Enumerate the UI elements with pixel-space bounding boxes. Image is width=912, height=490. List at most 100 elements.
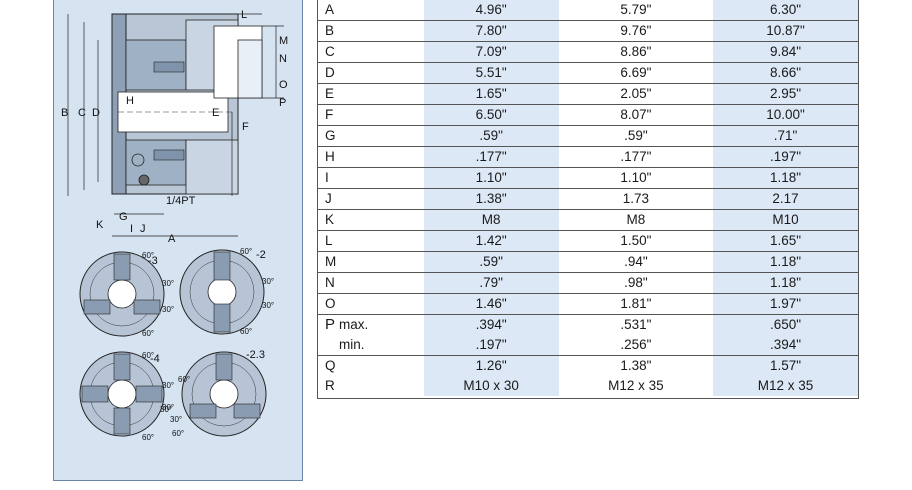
q-value: 1.57" (770, 358, 802, 373)
dim-label-p: P (279, 97, 286, 109)
dimension-value: 5.79" (558, 0, 714, 21)
dimension-value: .177" (423, 146, 559, 168)
dimension-value: 1.18" (713, 167, 858, 189)
dimension-value: 7.09" (423, 41, 559, 63)
variant-2-3-angle-0: 60° (178, 375, 190, 384)
dimension-label: E (317, 83, 424, 105)
dim-label-i: I (130, 223, 133, 235)
dimension-value: 1.57" M12 x 35 (713, 355, 858, 396)
variant-4-jaw (79, 351, 165, 437)
dimension-value: 1.97" (713, 293, 858, 315)
dim-label-o: O (279, 79, 288, 91)
variant-2-angle-2: 30° (262, 301, 274, 310)
dim-label-l: L (241, 9, 247, 21)
dim-label-j: J (140, 223, 146, 235)
dimension-label: G (317, 125, 424, 147)
table-border-left (317, 0, 318, 399)
dim-label-b: B (61, 107, 68, 119)
r-value: M12 x 35 (608, 378, 664, 393)
dimension-value: .531".256" (558, 314, 714, 356)
variant-3-angle-0: 60° (142, 251, 154, 260)
variant-3-angle-1: 30° (162, 279, 174, 288)
drawing-panel: L M N O P B C D H E F G I J K A 1/4PT -3… (53, 0, 303, 481)
dimension-value: 6.69" (558, 62, 714, 84)
dimension-value: 1.10" (423, 167, 559, 189)
dimension-value: 1.10" (558, 167, 714, 189)
dim-label-m: M (279, 35, 288, 47)
p-max-value: .394" (475, 317, 507, 332)
dimension-label: I (317, 167, 424, 189)
dim-label-d: D (92, 107, 100, 119)
dimension-value: .59" (423, 125, 559, 147)
variant-3-jaw (79, 251, 165, 337)
dimension-value: .59" (558, 125, 714, 147)
table-border-bottom (317, 398, 859, 399)
r-dim-letter: R (325, 378, 335, 393)
variant-2-jaw (179, 249, 265, 335)
dimension-value: 1.38"M12 x 35 (558, 355, 714, 396)
dim-label-g: G (119, 211, 128, 223)
dimension-value: 1.65" (423, 83, 559, 105)
dimension-label: L (317, 230, 424, 252)
dimension-value: M8 (558, 209, 714, 231)
dimension-value: 8.86" (558, 41, 714, 63)
variant-4-angle-2: 30° (160, 405, 172, 414)
variant-4-label: -4 (150, 353, 160, 365)
dimension-value: .79" (423, 272, 559, 294)
dimension-value: 2.17 (713, 188, 858, 210)
dimension-value: 1.38" (423, 188, 559, 210)
dimension-label: N (317, 272, 424, 294)
p-min-value: .394" (770, 337, 802, 352)
dimension-label: D (317, 62, 424, 84)
dimension-label: F (317, 104, 424, 126)
dimension-value: .177" (558, 146, 714, 168)
variant-2-label: -2 (256, 249, 266, 261)
dimension-label: K (317, 209, 424, 231)
p-max-label: max. (339, 317, 369, 332)
dimension-value: 1.81" (558, 293, 714, 315)
variant-2-3-angle-2: 30° (170, 415, 182, 424)
chuck-drawing: L M N O P B C D H E F G I J K A 1/4PT -3… (61, 9, 288, 442)
table-row: G.59".59".71" (317, 125, 858, 147)
dimension-value: .98" (558, 272, 714, 294)
table-row: H.177".177".197" (317, 146, 858, 168)
variant-3-angle-2: 30° (162, 305, 174, 314)
dimension-label: B (317, 20, 424, 42)
p-dim-letter: P (325, 316, 336, 333)
table-border-right (858, 0, 859, 399)
dimension-value: 1.18" (713, 251, 858, 273)
variant-2-angle-0: 60° (240, 247, 252, 256)
dimension-value: 7.80" (423, 20, 559, 42)
dimension-value: M10 (713, 209, 858, 231)
dimension-value: 10.87" (713, 20, 858, 42)
q-value: 1.26" (475, 358, 507, 373)
dimension-label: O (317, 293, 424, 315)
dimension-value: M8 (423, 209, 559, 231)
p-max-value: .650" (770, 317, 802, 332)
dimension-value: 1.26"M10 x 30 (423, 355, 559, 396)
dim-label-f: F (242, 121, 249, 133)
p-min-value: .197" (475, 337, 507, 352)
dimension-label: C (317, 41, 424, 63)
dim-label-thread: 1/4PT (166, 195, 196, 207)
variant-2-3-jaw (181, 351, 267, 437)
dim-label-h: H (126, 95, 134, 107)
table-row: N.79".98"1.18" (317, 272, 858, 294)
dimension-value: 4.96" (423, 0, 559, 21)
dimension-value: 9.84" (713, 41, 858, 63)
dimension-value: .94" (558, 251, 714, 273)
dimension-value: 2.95" (713, 83, 858, 105)
dimension-value: 9.76" (558, 20, 714, 42)
variant-2-3-label: -2.3 (246, 349, 265, 361)
r-value: M12 x 35 (757, 378, 814, 393)
